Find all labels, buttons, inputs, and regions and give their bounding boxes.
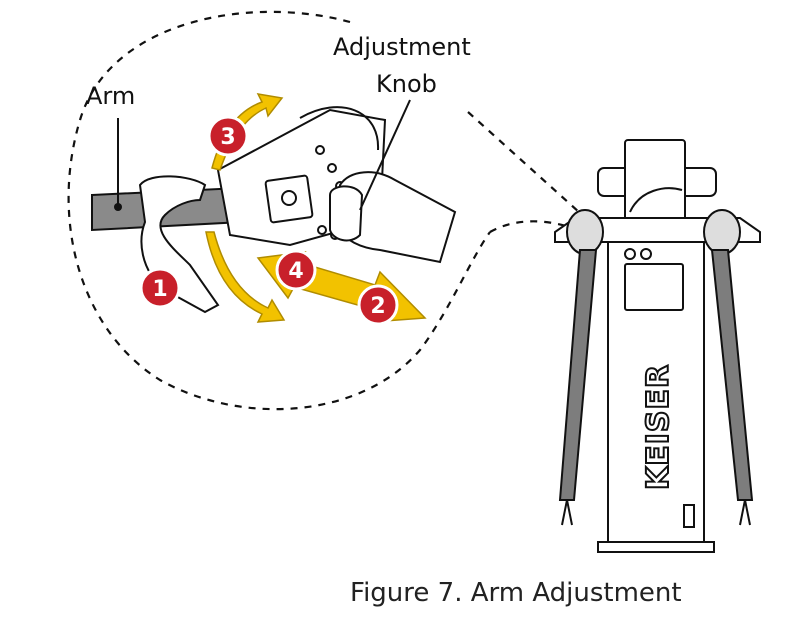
knob-leader [359, 99, 411, 211]
step-badge-3: 3 [207, 115, 249, 157]
svg-text:4: 4 [288, 259, 303, 284]
knob-label-line2: Knob [376, 70, 437, 98]
callout-circle [67, 10, 491, 411]
left-pivot [566, 209, 604, 255]
step-badge-1: 1 [139, 267, 181, 309]
machine-right-arm [710, 249, 754, 501]
step-badges: 1 2 3 4 [139, 115, 399, 326]
adjustment-knob [329, 185, 364, 242]
machine-display [624, 139, 686, 221]
step-badge-4: 4 [275, 249, 317, 291]
svg-text:3: 3 [220, 125, 235, 150]
detail-callout [67, 10, 591, 411]
leader-line-top [467, 111, 591, 223]
machine-panel [624, 263, 684, 311]
right-pivot [703, 209, 741, 255]
knob-label-line1: Adjustment [333, 33, 471, 61]
machine-left-arm [558, 249, 598, 501]
figure-caption: Figure 7. Arm Adjustment [350, 578, 682, 608]
machine-slot [683, 504, 695, 528]
rotate-down-arrow [205, 231, 286, 323]
svg-text:2: 2 [370, 294, 385, 319]
keiser-machine [554, 139, 761, 553]
arm-label: Arm [86, 82, 135, 110]
step-badge-2: 2 [357, 284, 399, 326]
brand-logo: KEISER [641, 364, 676, 490]
machine-base [597, 541, 715, 553]
svg-text:1: 1 [152, 277, 167, 302]
